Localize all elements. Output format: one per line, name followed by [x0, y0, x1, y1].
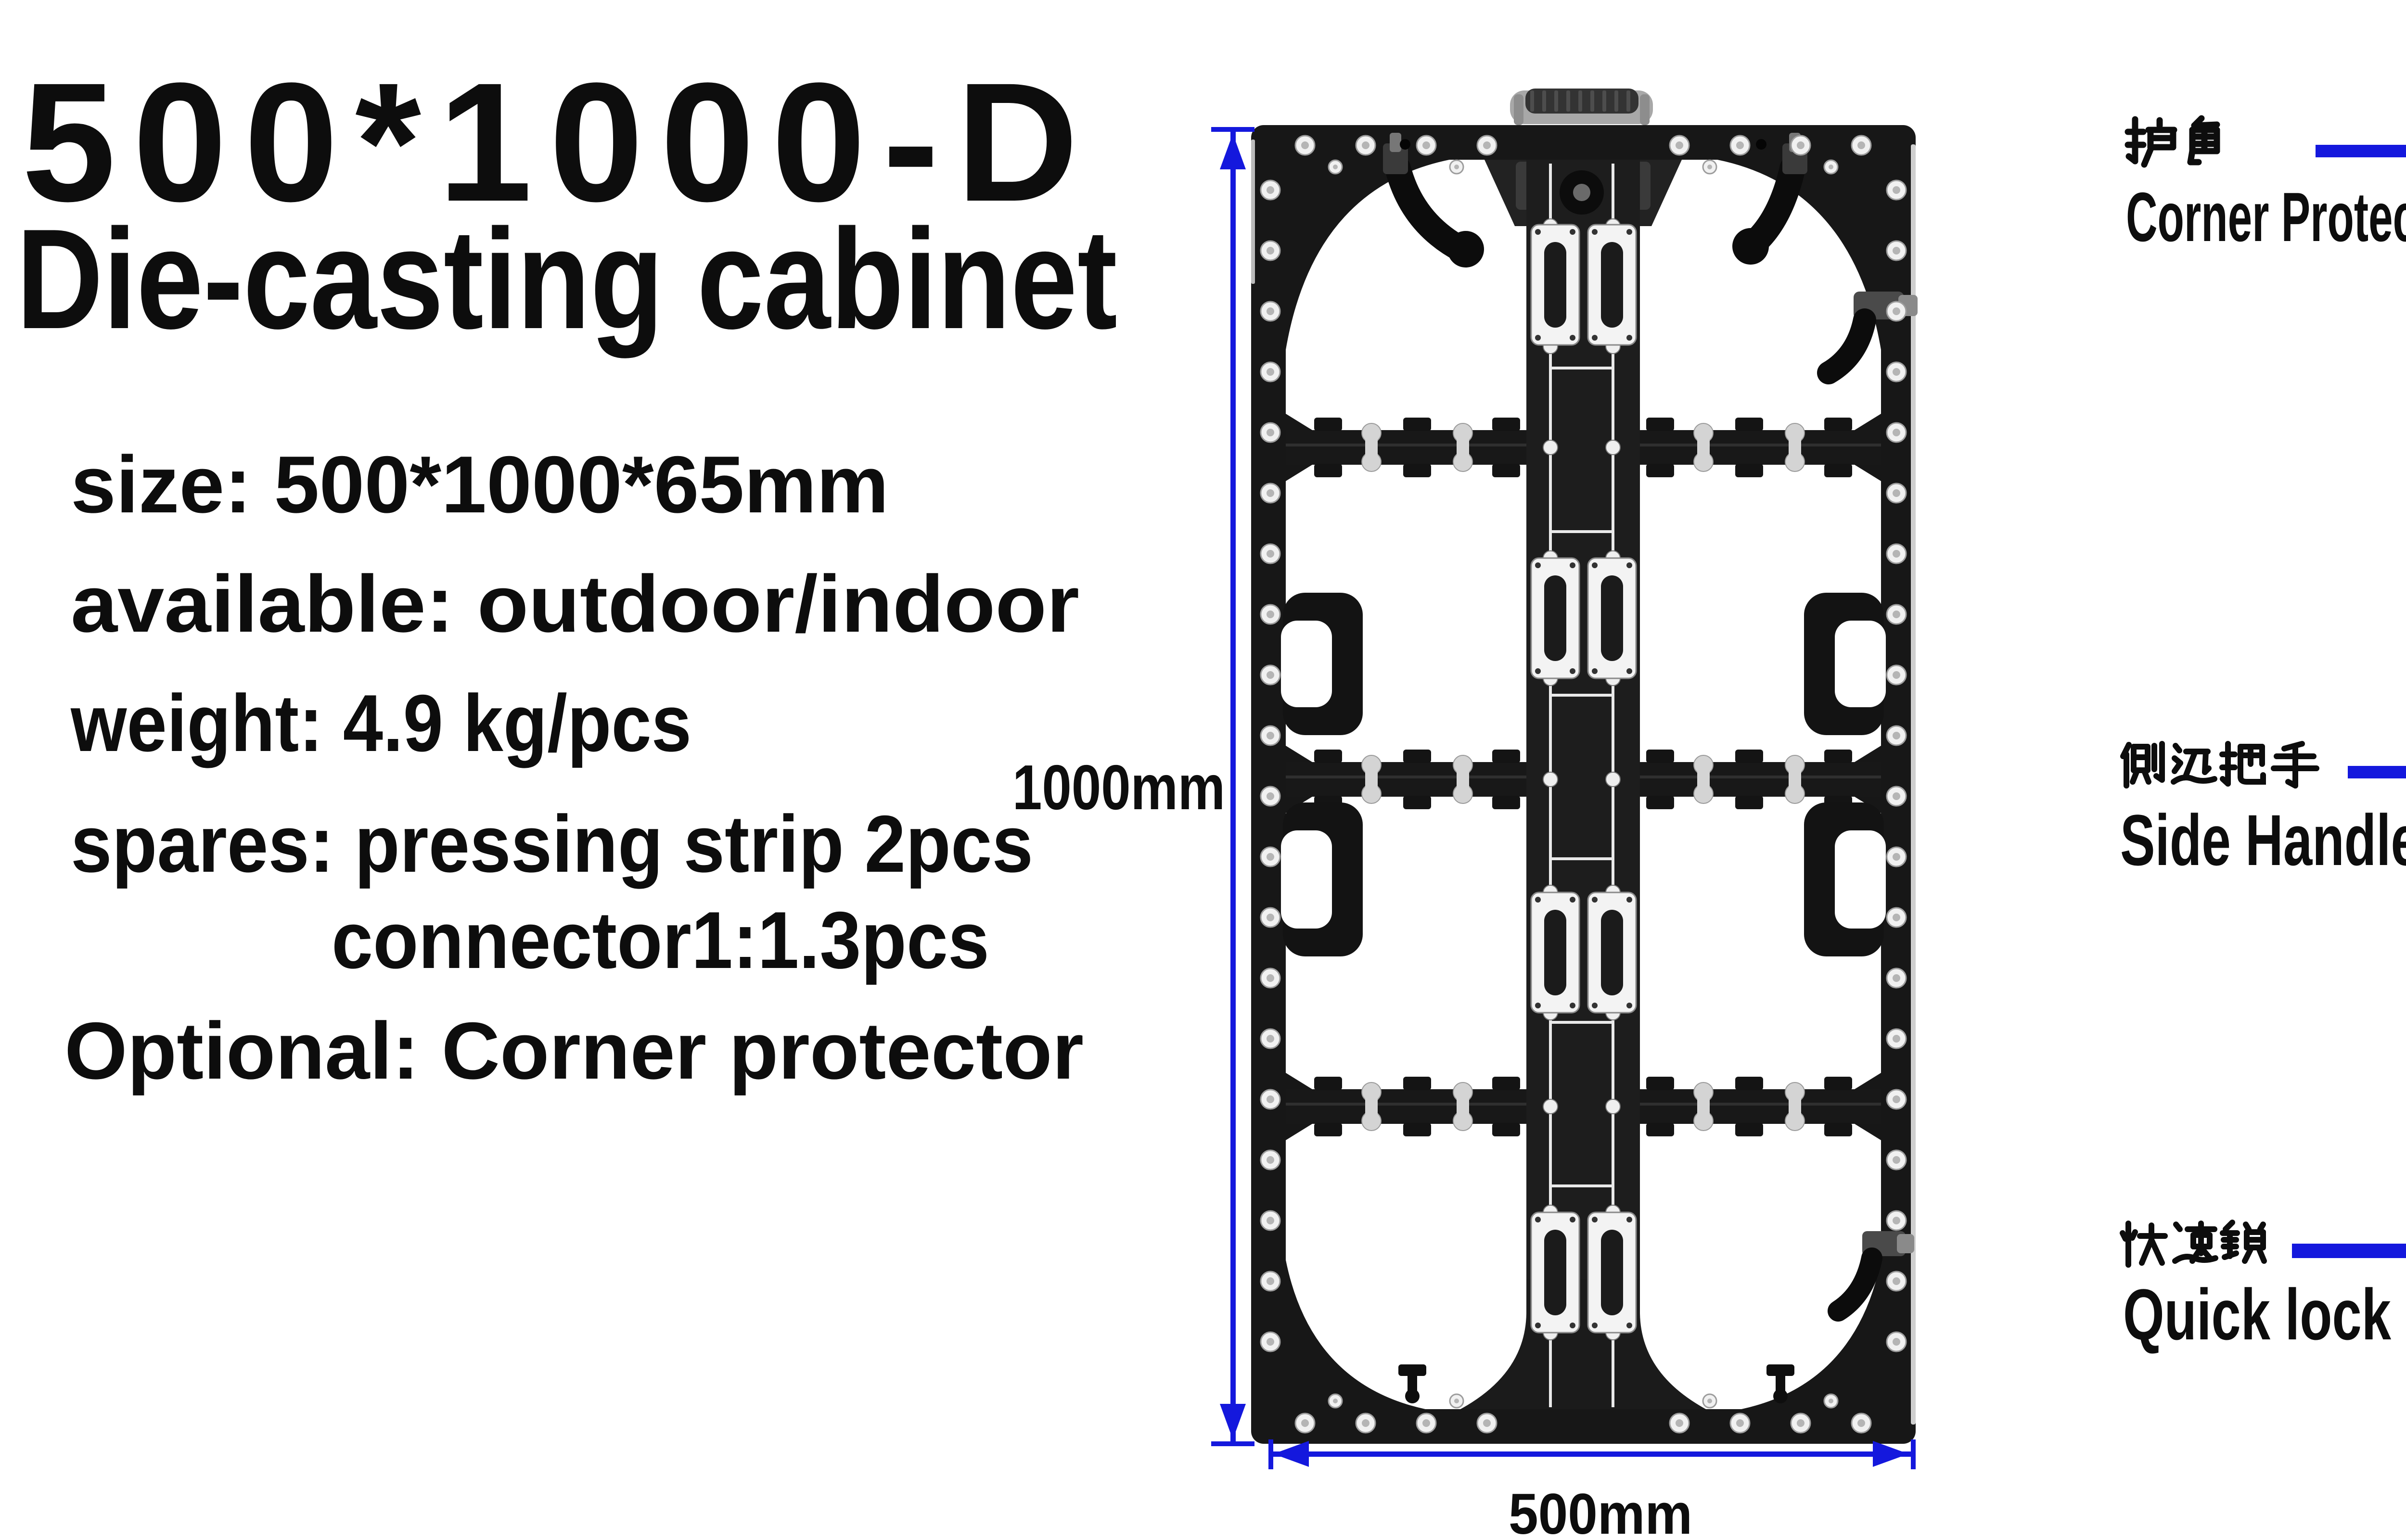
svg-text:Quick lock: Quick lock [2123, 1274, 2391, 1355]
svg-text:size: 500*1000*65mm: size: 500*1000*65mm [71, 439, 889, 530]
svg-text:Die-casting cabinet: Die-casting cabinet [16, 199, 1117, 359]
svg-text:Side Handle: Side Handle [2120, 800, 2406, 880]
svg-text:available: outdoor/indoor: available: outdoor/indoor [71, 559, 1079, 649]
svg-text:spares: pressing strip 2pcs: spares: pressing strip 2pcs [71, 799, 1033, 889]
svg-text:1000mm: 1000mm [1012, 752, 1225, 823]
svg-text:connector1:1.3pcs: connector1:1.3pcs [332, 895, 989, 985]
svg-text:weight: 4.9 kg/pcs: weight: 4.9 kg/pcs [70, 678, 691, 768]
svg-text:500mm: 500mm [1509, 1482, 1692, 1540]
svg-text:500*1000-D: 500*1000-D [22, 47, 1078, 237]
svg-text:Optional: Corner protector: Optional: Corner protector [64, 1005, 1084, 1096]
svg-text:Corner Protector: Corner Protector [2126, 178, 2406, 256]
